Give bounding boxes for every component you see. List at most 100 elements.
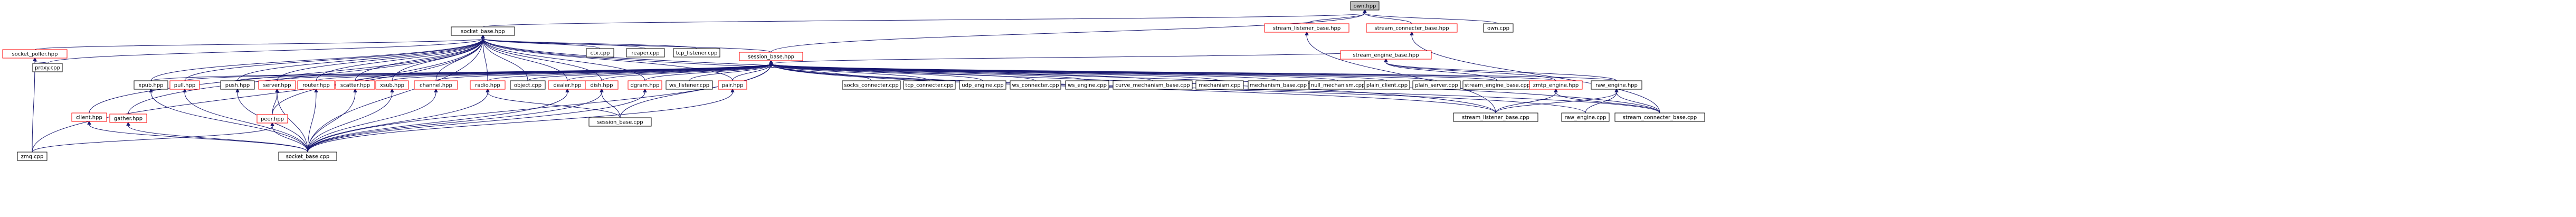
edge-raw-engine-hpp-to-stream-engine-base-hpp	[1386, 62, 1617, 81]
node-stream-engine-base-hpp[interactable]: stream_engine_base.hpp	[1340, 50, 1432, 60]
node-stream-listener-base-hpp[interactable]: stream_listener_base.hpp	[1264, 23, 1349, 33]
node-box	[169, 80, 200, 90]
node-plain-server-cpp[interactable]: plain_server.cpp	[1412, 80, 1461, 90]
node-plain-client-cpp[interactable]: plain_client.cpp	[1364, 80, 1410, 90]
node-stream-connecter-base-hpp[interactable]: stream_connecter_base.hpp	[1366, 23, 1458, 33]
node-dealer-hpp[interactable]: dealer.hpp	[548, 80, 587, 90]
node-scatter-hpp[interactable]: scatter.hpp	[335, 80, 375, 90]
edge-session-base-cpp-to-radio-hpp	[488, 92, 621, 118]
node-box	[1264, 23, 1349, 33]
node-mechanism-base-cpp[interactable]: mechanism_base.cpp	[1248, 80, 1309, 90]
node-box	[1350, 1, 1380, 11]
node-box	[375, 80, 409, 90]
node-box	[588, 117, 652, 127]
node-zmtp-engine-hpp[interactable]: zmtp_engine.hpp	[1529, 80, 1583, 90]
edge-server-hpp-to-socket-base-hpp	[277, 39, 483, 81]
node-channel-hpp[interactable]: channel.hpp	[414, 80, 458, 90]
edge-proxy-cpp-to-socket-poller-hpp	[35, 61, 48, 64]
node-zmq-cpp[interactable]: zmq.cpp	[17, 152, 47, 161]
node-box	[628, 80, 662, 90]
edge-socket-base-cpp-to-server-hpp	[277, 92, 308, 153]
node-label: object.cpp	[514, 83, 541, 89]
edge-zmtp-engine-hpp-to-session-base-hpp	[771, 64, 1556, 81]
node-box	[1248, 80, 1309, 90]
node-server-hpp[interactable]: server.hpp	[258, 80, 296, 90]
node-peer-hpp[interactable]: peer.hpp	[256, 114, 288, 124]
node-ctx-cpp[interactable]: ctx.cpp	[586, 48, 614, 58]
node-own-cpp[interactable]: own.cpp	[1483, 23, 1514, 33]
node-label: mechanism_base.cpp	[1250, 83, 1307, 89]
node-stream-listener-base-cpp[interactable]: stream_listener_base.cpp	[1453, 112, 1538, 122]
node-label: scatter.hpp	[340, 83, 370, 89]
node-box	[903, 80, 956, 90]
edge-socket-base-hpp-to-own-hpp	[482, 13, 1365, 27]
node-box	[510, 80, 546, 90]
node-box	[666, 80, 713, 90]
node-box	[626, 48, 665, 58]
node-push-hpp[interactable]: push.hpp	[220, 80, 255, 90]
node-router-hpp[interactable]: router.hpp	[297, 80, 335, 90]
node-label: null_mechanism.cpp	[1311, 83, 1365, 89]
node-label: stream_listener_base.cpp	[1462, 115, 1529, 121]
node-box	[1483, 23, 1514, 33]
node-label: peer.hpp	[261, 117, 284, 122]
node-ws-connecter-cpp[interactable]: ws_connecter.cpp	[1010, 80, 1061, 90]
edge-socket-poller-hpp-to-socket-base-hpp	[34, 39, 483, 50]
node-label: raw_engine.cpp	[1565, 115, 1607, 121]
edge-own-cpp-to-own-hpp	[1365, 13, 1499, 24]
node-xpub-hpp[interactable]: xpub.hpp	[134, 80, 168, 90]
node-label: stream_connecter_base.cpp	[1623, 115, 1697, 121]
edge-socket-base-cpp-to-router-hpp	[307, 92, 316, 153]
node-client-hpp[interactable]: client.hpp	[71, 112, 107, 122]
node-box	[335, 80, 375, 90]
node-box	[1113, 80, 1193, 90]
node-pair-hpp[interactable]: pair.hpp	[718, 80, 747, 90]
node-session-base-hpp[interactable]: session_base.hpp	[739, 52, 803, 61]
node-raw-engine-cpp[interactable]: raw_engine.cpp	[1561, 112, 1610, 122]
node-box	[1529, 80, 1583, 90]
node-label: xpub.hpp	[138, 83, 163, 89]
node-dish-hpp[interactable]: dish.hpp	[585, 80, 619, 90]
node-label: zmq.cpp	[21, 154, 44, 160]
node-session-base-cpp[interactable]: session_base.cpp	[588, 117, 652, 127]
node-label: raw_engine.hpp	[1595, 83, 1638, 89]
node-pull-hpp[interactable]: pull.hpp	[169, 80, 200, 90]
node-proxy-cpp[interactable]: proxy.cpp	[32, 63, 63, 72]
node-stream-connecter-base-cpp[interactable]: stream_connecter_base.cpp	[1614, 112, 1705, 122]
node-socket-poller-hpp[interactable]: socket_poller.hpp	[2, 49, 68, 59]
node-dgram-hpp[interactable]: dgram.hpp	[628, 80, 662, 90]
node-curve-mechanism-base-cpp[interactable]: curve_mechanism_base.cpp	[1113, 80, 1193, 90]
node-object-cpp[interactable]: object.cpp	[510, 80, 546, 90]
node-gather-hpp[interactable]: gather.hpp	[109, 114, 147, 123]
edge-pair-hpp-to-session-base-hpp	[732, 64, 771, 81]
node-mechanism-cpp[interactable]: mechanism.cpp	[1195, 80, 1244, 90]
edge-xpub-hpp-to-socket-base-hpp	[150, 39, 483, 81]
edge-socket-base-cpp-to-pair-hpp	[307, 92, 733, 153]
node-box	[71, 112, 107, 122]
node-socks-connecter-cpp[interactable]: socks_connecter.cpp	[842, 80, 901, 90]
edge-dgram-hpp-to-socket-base-hpp	[483, 39, 645, 81]
node-reaper-cpp[interactable]: reaper.cpp	[626, 48, 665, 58]
node-label: stream_engine_base.cpp	[1465, 83, 1530, 89]
node-tcp-listener-cpp[interactable]: tcp_listener.cpp	[673, 48, 720, 58]
node-tcp-connecter-cpp[interactable]: tcp_connecter.cpp	[903, 80, 956, 90]
node-radio-hpp[interactable]: radio.hpp	[470, 80, 506, 90]
edge-zmq-cpp-to-socket-base-hpp	[32, 39, 483, 153]
node-xsub-hpp[interactable]: xsub.hpp	[375, 80, 409, 90]
node-socket-base-cpp[interactable]: socket_base.cpp	[278, 152, 337, 161]
node-socket-base-hpp[interactable]: socket_base.hpp	[451, 26, 515, 36]
node-null-mechanism-cpp[interactable]: null_mechanism.cpp	[1309, 80, 1367, 90]
node-label: zmtp_engine.hpp	[1533, 83, 1579, 89]
node-ws-listener-cpp[interactable]: ws_listener.cpp	[666, 80, 713, 90]
node-own-hpp[interactable]: own.hpp	[1350, 1, 1380, 11]
node-stream-engine-base-cpp[interactable]: stream_engine_base.cpp	[1462, 80, 1532, 90]
node-label: socket_poller.hpp	[12, 52, 58, 58]
edge-ws-connecter-cpp-to-session-base-hpp	[771, 64, 1036, 81]
node-udp-engine-cpp[interactable]: udp_engine.cpp	[959, 80, 1006, 90]
node-box	[32, 63, 63, 72]
node-ws-engine-cpp[interactable]: ws_engine.cpp	[1065, 80, 1109, 90]
node-box	[585, 80, 619, 90]
node-label: proxy.cpp	[35, 65, 60, 71]
node-raw-engine-hpp[interactable]: raw_engine.hpp	[1591, 80, 1642, 90]
